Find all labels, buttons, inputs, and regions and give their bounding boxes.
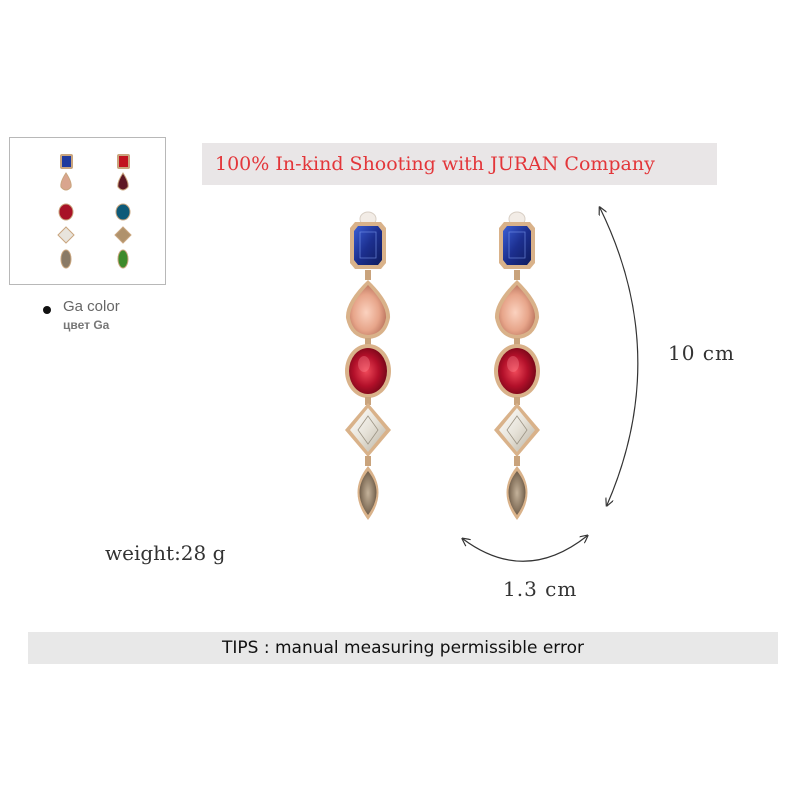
right-earring	[494, 211, 540, 520]
length-arrow	[600, 208, 639, 505]
width-label: 1.3 cm	[503, 577, 578, 601]
left-earring	[345, 211, 391, 520]
color-option-name: Ga color	[63, 298, 120, 315]
thumb-right-earring	[114, 154, 132, 269]
selected-dot-icon	[43, 306, 51, 314]
color-option-name-ru: цвет Ga	[63, 318, 110, 332]
width-arrow	[463, 536, 587, 562]
weight-label: weight:28 g	[105, 541, 226, 565]
length-label: 10 cm	[668, 341, 735, 365]
color-thumbnail[interactable]	[9, 137, 166, 285]
shooting-banner: 100% In-kind Shooting with JURAN Company	[202, 143, 717, 185]
color-option-ga[interactable]: Ga color цвет Ga	[40, 298, 170, 338]
tips-bar: TIPS : manual measuring permissible erro…	[28, 632, 778, 664]
thumbnail-earrings-image	[57, 154, 132, 269]
thumb-left-earring	[57, 154, 75, 269]
